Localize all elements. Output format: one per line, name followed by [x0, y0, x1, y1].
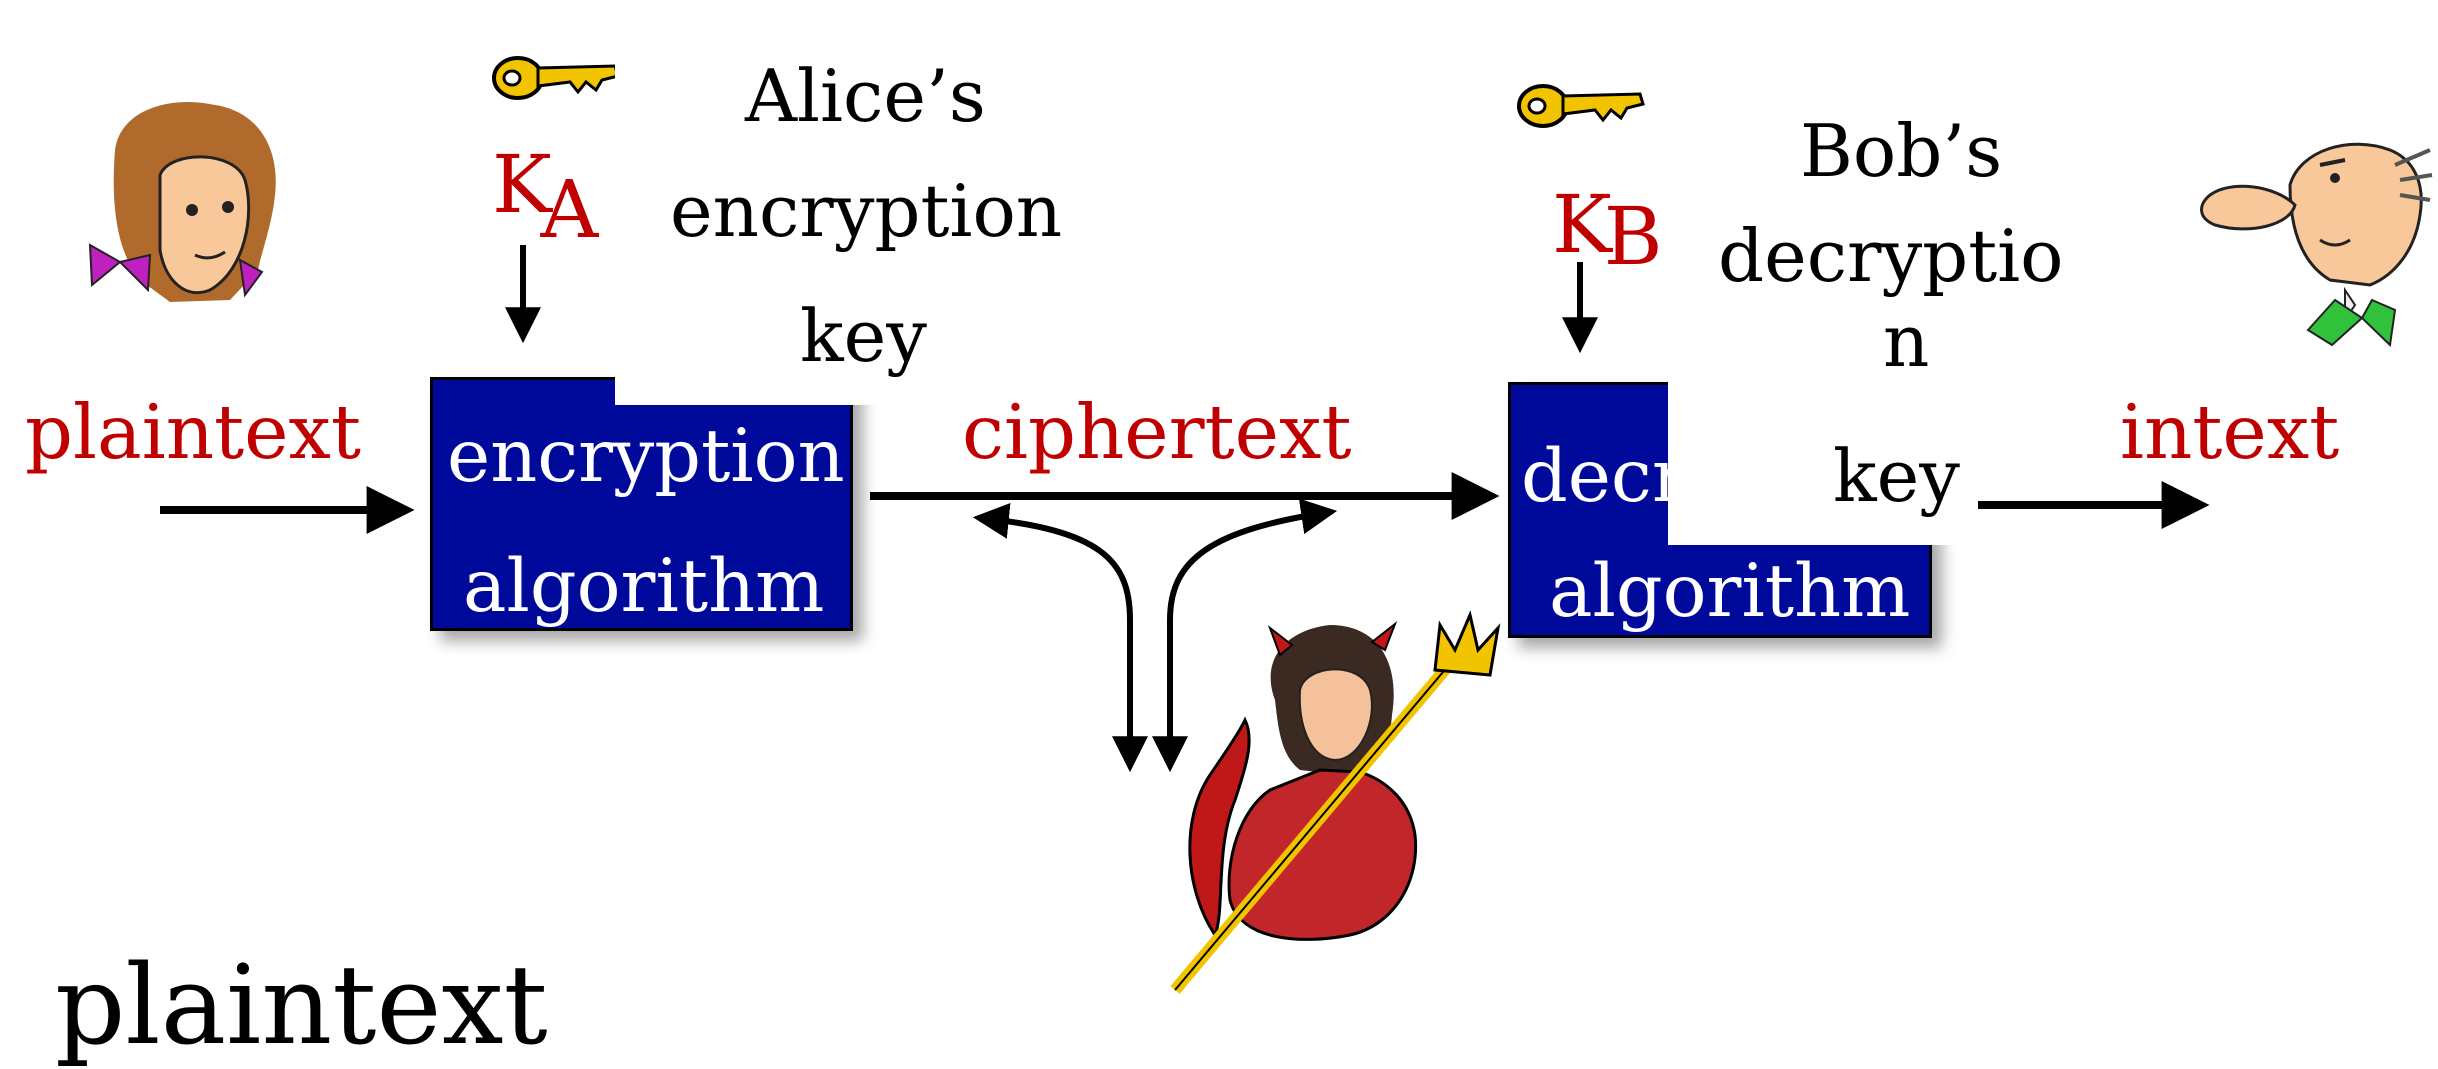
alice-key-note-line-1: Alice’s [745, 54, 986, 138]
encryption-box-line-2: algorithm [463, 544, 825, 629]
bob-cartoon-icon [2200, 142, 2433, 348]
plaintext-label-left: plaintext [25, 388, 361, 476]
encryption-algorithm-box: encryption algorithm [430, 377, 853, 631]
key-a-symbol: K [492, 138, 549, 231]
intercept-arrow-left [972, 502, 1148, 773]
diagram-graphics [88, 56, 2433, 994]
decryption-box-line-2: algorithm [1549, 549, 1911, 634]
encryption-box-line-1: encryption [447, 414, 845, 499]
key-a-subscript: A [540, 163, 599, 256]
key-b-subscript: B [1603, 190, 1663, 283]
decryption-box-partial-line: decr [1521, 434, 1687, 519]
intercept-arrow-right [1152, 498, 1338, 773]
key-icon [492, 56, 620, 100]
plaintext-label-right-partial: intext [2120, 388, 2340, 476]
alice-cartoon-icon [88, 102, 276, 302]
key-b-symbol: K [1552, 178, 1612, 271]
bottom-plaintext-partial: plaintext [55, 941, 548, 1069]
bob-key-note-line-3: n [1883, 299, 1930, 383]
bob-key-note: Bob’s decryptio n key [1668, 60, 2064, 545]
key-a-label: KA [492, 145, 606, 250]
key-b-label: KB [1552, 185, 1671, 277]
bob-key-note-line-2: decryptio [1718, 214, 2064, 298]
bob-key-note-line-4: key [1833, 434, 1960, 518]
alice-key-note-line-2: encryption [670, 169, 1063, 253]
bob-key-note-line-1: Bob’s [1800, 109, 2003, 193]
alice-key-note: Alice’s encryption key [615, 45, 1062, 405]
key-icon [1517, 84, 1645, 128]
trudy-devil-icon [1170, 610, 1501, 994]
ciphertext-label: ciphertext [962, 388, 1352, 476]
alice-key-note-line-3: key [800, 294, 927, 378]
